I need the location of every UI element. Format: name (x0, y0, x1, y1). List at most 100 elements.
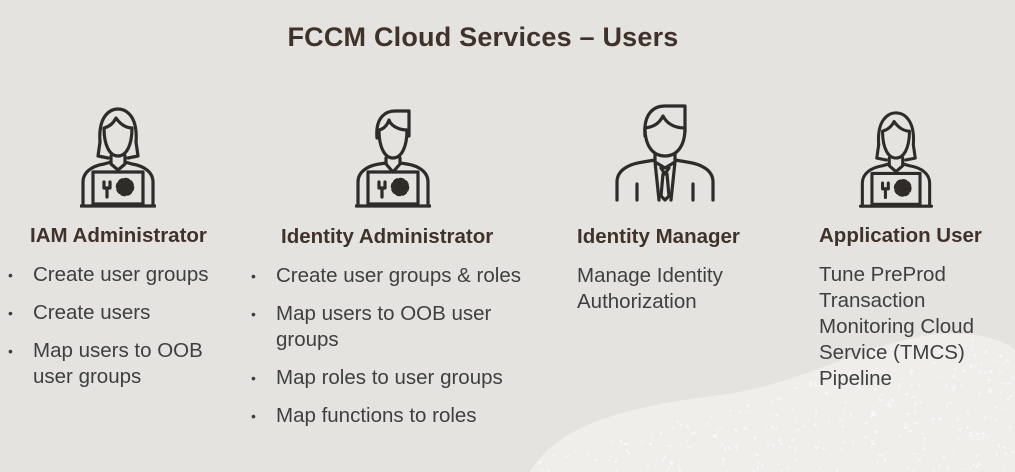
texture-speck (791, 438, 795, 442)
texture-speck (709, 416, 713, 418)
identity-administrator-task-list: •Create user groups & roles •Map users t… (251, 263, 546, 441)
texture-speck (761, 463, 764, 467)
texture-speck (995, 453, 999, 457)
texture-speck (758, 446, 761, 451)
texture-speck (923, 437, 927, 441)
texture-speck (997, 443, 1001, 448)
texture-speck (1001, 362, 1004, 365)
texture-speck (691, 432, 696, 435)
texture-speck (625, 449, 629, 453)
texture-speck (848, 371, 852, 374)
texture-speck (574, 449, 577, 452)
texture-speck (897, 384, 901, 387)
texture-speck (975, 432, 981, 435)
texture-speck (951, 425, 954, 428)
texture-speck (770, 399, 773, 402)
texture-speck (913, 469, 915, 472)
texture-speck (813, 382, 818, 387)
texture-speck (870, 440, 875, 442)
column-heading-identity-administrator: Identity Administrator (281, 225, 494, 248)
texture-speck (641, 440, 644, 444)
texture-speck (668, 465, 670, 469)
texture-speck (917, 383, 920, 387)
texture-speck (963, 468, 967, 471)
bullet: • (8, 343, 13, 359)
texture-speck (875, 367, 878, 370)
texture-speck (938, 416, 941, 421)
texture-speck (686, 424, 690, 429)
texture-speck (828, 420, 831, 424)
texture-speck (679, 443, 682, 445)
texture-speck (910, 371, 912, 376)
texture-speck (884, 457, 887, 463)
texture-speck (1007, 397, 1010, 401)
texture-speck (855, 432, 857, 434)
texture-speck (627, 451, 631, 455)
texture-speck (753, 436, 756, 439)
texture-speck (608, 458, 611, 462)
texture-speck (884, 374, 887, 377)
texture-speck (852, 440, 854, 445)
texture-speck (952, 385, 956, 389)
female-user-laptop-tools-icon (859, 110, 933, 210)
texture-speck (958, 427, 962, 432)
texture-speck (663, 454, 667, 458)
texture-speck (931, 417, 936, 420)
texture-speck (677, 463, 680, 468)
texture-speck (904, 393, 909, 396)
texture-speck (906, 412, 910, 415)
texture-speck (828, 454, 832, 457)
texture-speck (540, 467, 544, 471)
texture-speck (909, 430, 912, 433)
texture-speck (913, 402, 917, 407)
texture-speck (921, 355, 924, 359)
texture-speck (567, 453, 569, 459)
texture-speck (999, 354, 1003, 358)
bullet: • (8, 267, 13, 283)
texture-speck (984, 349, 988, 354)
bullet: • (251, 306, 256, 322)
bullet: • (251, 370, 256, 386)
texture-speck (878, 398, 883, 402)
texture-speck (958, 345, 964, 347)
texture-speck (953, 367, 957, 370)
texture-speck (586, 454, 590, 457)
texture-speck (945, 404, 948, 409)
texture-speck (890, 398, 895, 402)
texture-speck (727, 445, 731, 451)
texture-speck (973, 364, 977, 367)
texture-speck (835, 449, 838, 452)
male-user-suit-tie-icon (615, 104, 715, 202)
texture-speck (1002, 468, 1006, 471)
texture-speck (843, 401, 848, 404)
male-user-laptop-tools-icon (355, 108, 431, 210)
texture-speck (776, 464, 781, 466)
texture-speck (776, 397, 781, 400)
texture-speck (870, 411, 875, 414)
texture-speck (960, 426, 963, 430)
texture-speck (648, 442, 653, 445)
texture-speck (721, 462, 724, 465)
texture-speck (813, 423, 817, 426)
texture-speck (538, 461, 543, 464)
texture-speck (993, 359, 996, 362)
texture-speck (997, 372, 1002, 374)
texture-speck (840, 374, 844, 378)
texture-speck (975, 453, 980, 457)
texture-speck (938, 351, 941, 354)
texture-speck (670, 461, 675, 466)
texture-speck (729, 409, 732, 412)
texture-speck (1005, 382, 1011, 385)
texture-speck (999, 391, 1003, 394)
texture-speck (774, 428, 778, 431)
texture-speck (849, 413, 852, 419)
texture-speck (615, 468, 618, 472)
texture-speck (904, 426, 907, 429)
texture-speck (871, 442, 877, 445)
texture-speck (824, 391, 829, 395)
texture-speck (949, 352, 953, 356)
texture-speck (996, 418, 998, 422)
texture-speck (833, 375, 838, 379)
texture-speck (969, 363, 973, 369)
texture-speck (781, 469, 783, 472)
